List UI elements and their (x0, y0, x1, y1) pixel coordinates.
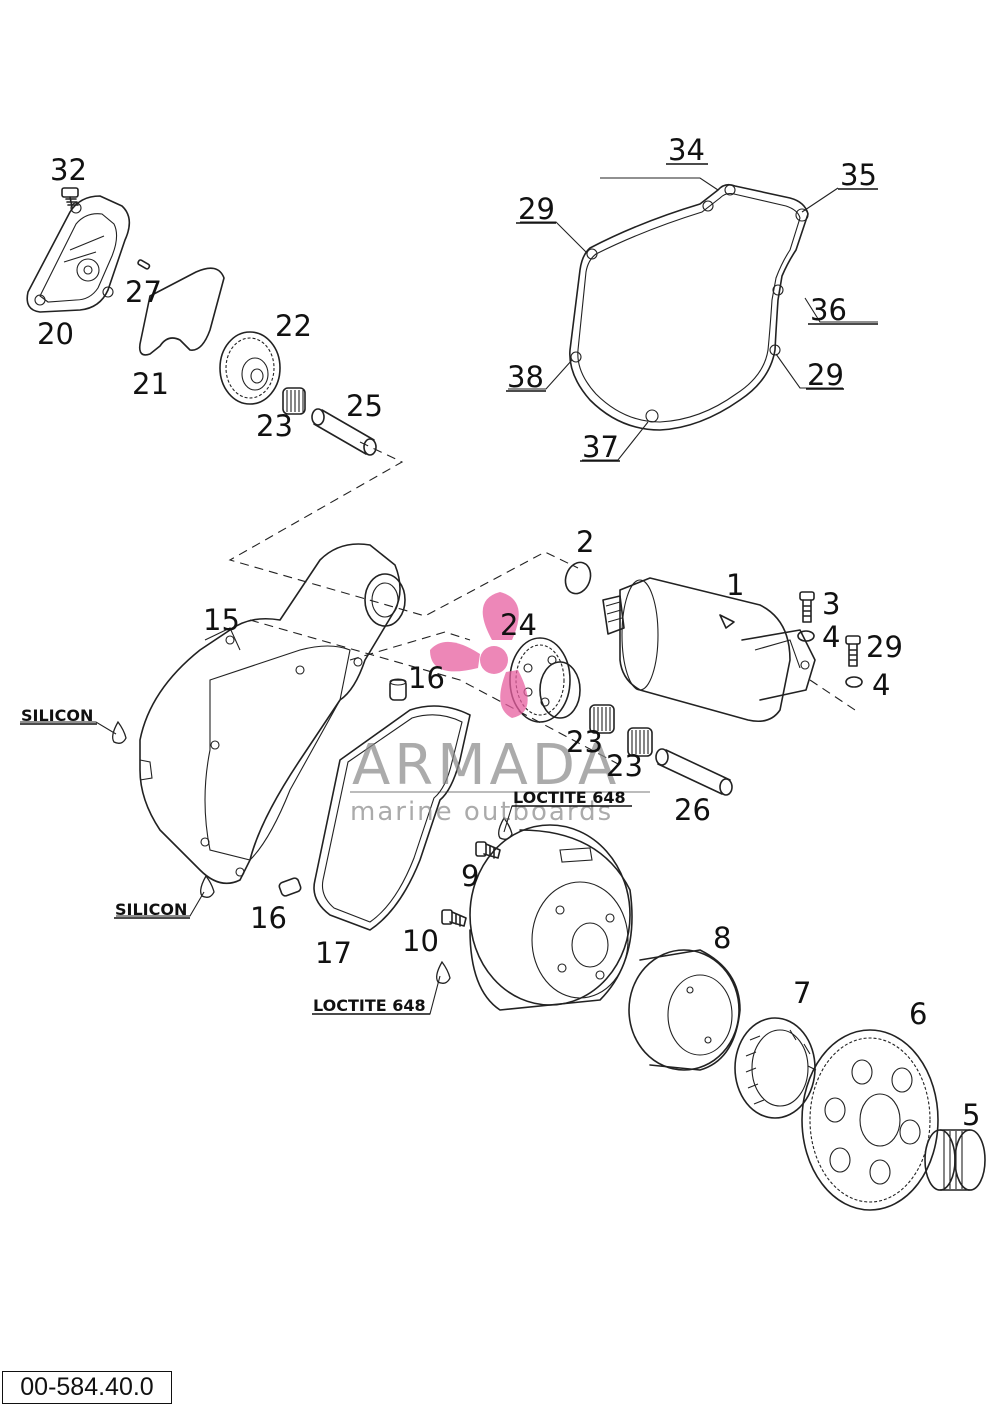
part-26-shaft (655, 748, 733, 796)
silicon-drop-bottom (200, 874, 215, 898)
part-29-bolt-starter (845, 635, 861, 667)
part-2-o-ring (564, 561, 592, 595)
part-22-gear (219, 331, 281, 405)
part-5-needle-bearing (924, 1129, 986, 1191)
part-4-washer-upper (797, 630, 815, 642)
assembly-axis-line-lower (349, 631, 471, 661)
watermark-brand: ARMADA (352, 733, 620, 798)
part-23-needle-bearing-right (627, 727, 653, 757)
note-silicon-top: SILICON (21, 706, 93, 725)
assembly-axis-line-middle (249, 619, 621, 766)
callout-25: 25 (346, 389, 383, 423)
part-23-needle-bearing-left (589, 704, 615, 734)
callout-32: 32 (50, 153, 87, 187)
part-23-needle-bearing-top (282, 387, 306, 415)
part-21-gasket (138, 267, 225, 356)
assembly-axis-line-starter (809, 679, 859, 713)
callout-9: 9 (461, 859, 479, 893)
callout-26: 26 (674, 793, 711, 827)
part-10-screw (441, 909, 467, 927)
part-25-shaft (311, 408, 377, 456)
callout-6: 6 (909, 997, 927, 1031)
callout-22: 22 (275, 309, 312, 343)
flywheel-rotor (469, 824, 633, 1011)
callout-38: 38 (507, 360, 544, 394)
part-3-bolt (799, 591, 815, 623)
callout-7: 7 (793, 976, 811, 1010)
callout-23-right: 23 (606, 749, 643, 783)
note-silicon-bottom: SILICON (115, 900, 187, 919)
callout-10: 10 (402, 924, 439, 958)
callout-1: 1 (726, 568, 744, 602)
watermark-tagline: marine outboards (350, 797, 613, 827)
callout-36: 36 (810, 293, 847, 327)
callout-16-upper: 16 (408, 661, 445, 695)
callout-15: 15 (203, 603, 240, 637)
callout-35: 35 (840, 158, 877, 192)
part-16-dowel-lower (278, 877, 302, 897)
part-4-washer-lower (845, 676, 863, 688)
callout-21: 21 (132, 367, 169, 401)
armada-propeller-logo (430, 592, 528, 718)
part-20-cover (26, 195, 131, 313)
callout-3: 3 (822, 587, 840, 621)
callout-5: 5 (962, 1098, 980, 1132)
callout-16-lower: 16 (250, 901, 287, 935)
callout-4-upper: 4 (822, 620, 840, 654)
ignition-cover-gasket (569, 183, 809, 431)
part-16-dowel-upper (389, 678, 407, 701)
callout-8: 8 (713, 921, 731, 955)
part-32-screw (61, 187, 79, 208)
part-1-starter-motor (602, 577, 816, 723)
assembly-notes: SILICON SILICON LOCTITE 648 LOCTITE 648 (20, 706, 632, 1015)
part-27-pin (137, 259, 151, 270)
callout-20: 20 (37, 317, 74, 351)
callout-37: 37 (582, 430, 619, 464)
drawing-reference-code: 00-584.40.0 (2, 1371, 172, 1404)
callout-24: 24 (500, 608, 537, 642)
callout-29-gasket-bottom: 29 (807, 358, 844, 392)
note-loctite-top: LOCTITE 648 (513, 788, 626, 807)
assembly-axis-line-upper (228, 441, 579, 617)
callout-2: 2 (576, 525, 594, 559)
callout-29-gasket-top: 29 (518, 192, 555, 226)
callout-29-starter: 29 (866, 630, 903, 664)
callout-27: 27 (125, 275, 162, 309)
callout-23-left: 23 (566, 725, 603, 759)
part-8-freewheel-housing (628, 949, 741, 1071)
callout-4-lower: 4 (872, 668, 890, 702)
callout-34: 34 (668, 133, 705, 167)
part-9-screw (475, 841, 501, 859)
silicon-drop-top (112, 720, 127, 744)
part-6-starter-gear (801, 1029, 939, 1211)
callout-17: 17 (315, 936, 352, 970)
callout-23-top: 23 (256, 409, 293, 443)
note-loctite-bottom: LOCTITE 648 (313, 996, 426, 1015)
callout-numbers: 32 27 20 21 22 23 25 34 35 29 36 38 29 3… (37, 133, 980, 1132)
part-17-gasket (313, 705, 471, 931)
part-15-generator-cover (139, 543, 406, 885)
